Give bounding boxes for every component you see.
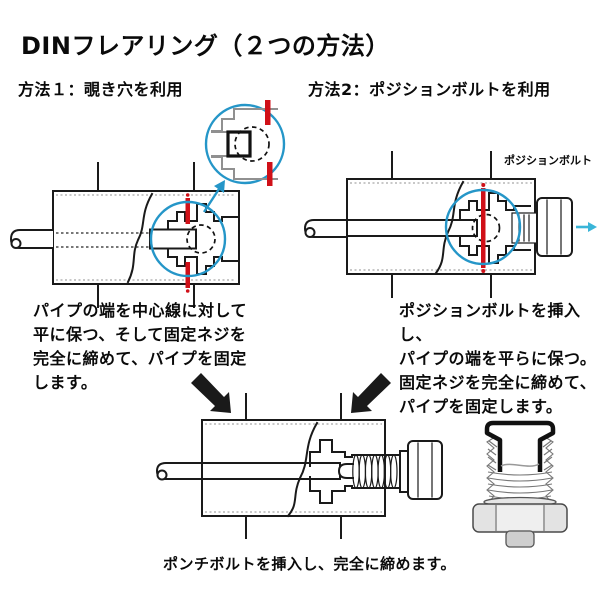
description-line: 平に保つ、そして固定ネジを [33, 325, 247, 344]
sight-hole-marker [267, 162, 273, 186]
position-bolt-marker [481, 188, 486, 268]
flared-pipe-cap [484, 420, 556, 472]
punch-tip [337, 463, 354, 479]
punch-outline-dashed [234, 126, 270, 162]
method2-description: ポジションボルトを挿入し、 パイプの端を平らに保つ。 固定ネジを完全に締めて、 … [399, 299, 600, 419]
bolt-hex-head [407, 440, 443, 500]
detail-pointer-arrow [202, 188, 221, 213]
punch-bolt-threads [352, 454, 398, 489]
description-line: 固定ネジを完全に締めて、 [399, 373, 597, 392]
step-arrow-right [351, 373, 391, 413]
die-profile-upper [459, 192, 531, 219]
description-line: パイプの端を中心線に対して [33, 301, 248, 320]
highlight-circle [444, 188, 522, 266]
break-line [286, 421, 319, 518]
punch-pin [505, 530, 535, 548]
description-line: パイプを固定します。 [399, 397, 563, 416]
break-line [434, 180, 465, 275]
pipe-end [346, 219, 478, 237]
bolt-hex-head [536, 197, 573, 257]
description-line: パイプの端を平らに保つ。 [399, 349, 597, 368]
method2-heading: 方法2：ポジションボルトを利用 [308, 80, 551, 99]
position-bolt-label: ポジションボルト [504, 154, 592, 167]
step-arrow-left [191, 373, 231, 413]
pipe-end-magnified [226, 130, 252, 158]
description-line: ポジションボルトを挿入し、 [399, 301, 581, 344]
sight-hole-marker [185, 198, 190, 224]
highlight-circle [149, 200, 227, 278]
break-line [126, 192, 154, 284]
detail-circle [204, 103, 286, 185]
pipe-end [201, 462, 341, 480]
method1-diagram [9, 162, 240, 308]
punch-outline-dashed [186, 224, 216, 254]
die-profile-lower [309, 476, 353, 504]
page-title: DINフレアリング（２つの方法） [21, 32, 390, 60]
method1-heading: 方法１：覗き穴を利用 [18, 80, 184, 99]
description-line: します。 [33, 373, 98, 392]
punch-bolt-illustration [472, 420, 568, 548]
method1-detail-view [204, 100, 286, 186]
die-profile-upper [309, 439, 353, 467]
final-caption: ポンチボルトを挿入し、完全に締めます。 [163, 555, 457, 573]
method2-diagram [303, 151, 597, 298]
method1-description: パイプの端を中心線に対して 平に保つ、そして固定ネジを 完全に締めて、パイプを固… [33, 299, 247, 395]
sight-hole-marker [265, 100, 271, 125]
description-line: 完全に締めて、パイプを固定 [33, 349, 247, 368]
final-diagram [155, 393, 443, 539]
punch-outline-dashed [471, 213, 501, 243]
bolt-flange [399, 450, 409, 493]
